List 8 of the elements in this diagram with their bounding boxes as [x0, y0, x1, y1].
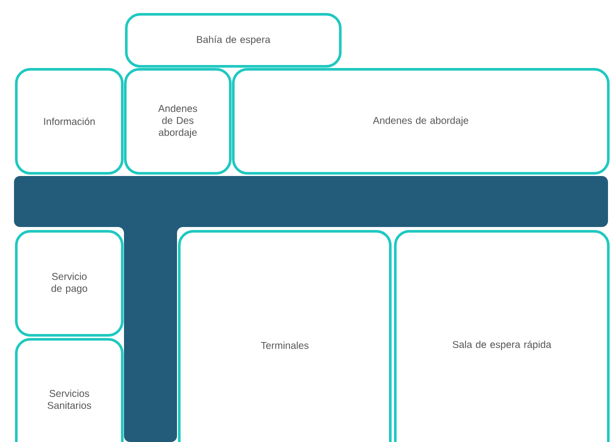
room-box: Sala de espera rápida [394, 230, 610, 442]
room-box: Servicio de pago [15, 230, 124, 337]
room-box: Información [15, 68, 124, 175]
room-box: Servicios Sanitarios [15, 338, 124, 442]
room-box: Andenes de abordaje [232, 68, 610, 175]
room-box: Terminales [178, 230, 392, 442]
room-box: Andenes de Des abordaje [124, 68, 232, 175]
room-box: Bahía de espera [125, 12, 342, 68]
